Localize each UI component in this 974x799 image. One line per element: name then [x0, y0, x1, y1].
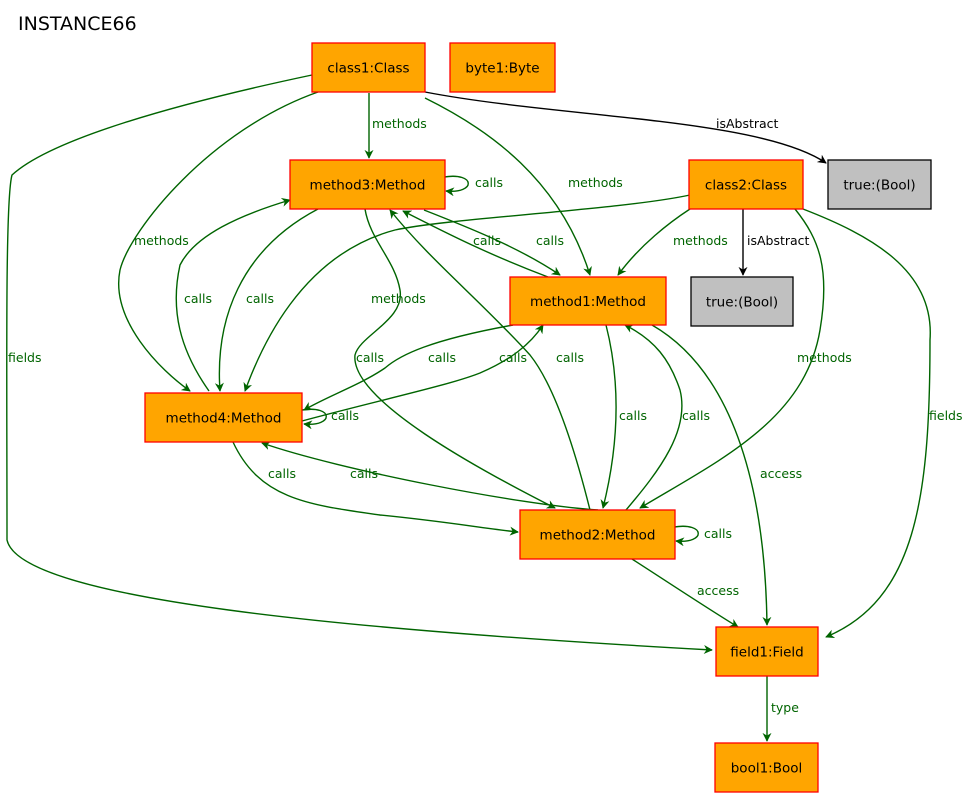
- nodes-layer: class1:Class byte1:Byte true:(Bool) method3…: [144, 42, 932, 793]
- edge-label-access: access: [760, 466, 802, 481]
- edge-label-calls: calls: [331, 408, 359, 423]
- node-label: method3:Method: [310, 178, 426, 194]
- edge-method1-to-method4-calls: [303, 324, 514, 411]
- edge-label-calls: calls: [704, 526, 732, 541]
- edge-class2-to-method1-methods: [617, 208, 691, 276]
- edge-label-calls: calls: [184, 291, 212, 306]
- node-true-b: true:(Bool): [690, 276, 794, 327]
- edge-method4-to-method3-calls: [175, 198, 291, 392]
- node-box: [144, 392, 303, 443]
- node-label: method2:Method: [540, 528, 656, 544]
- edge-labels-layer: methods isAbstract methods methods fields cal…: [8, 116, 962, 715]
- edge-label-calls: calls: [619, 408, 647, 423]
- edge-method4-to-method2-calls: [232, 441, 519, 536]
- edge-label-methods: methods: [372, 116, 427, 131]
- edge-label-calls: calls: [246, 291, 274, 306]
- node-field1: field1:Field: [715, 626, 819, 677]
- node-label: class2:Class: [705, 178, 787, 194]
- node-class1: class1:Class: [311, 42, 426, 93]
- edge-label-methods: methods: [134, 233, 189, 248]
- edge-class2-to-field1-fields: [802, 208, 931, 639]
- edge-label-fields: fields: [8, 350, 41, 365]
- edge-class1-to-true_a-isabstract: [424, 91, 827, 164]
- edge-label-isabstract: isAbstract: [747, 233, 810, 248]
- edge-label-calls: calls: [499, 350, 527, 365]
- edge-method2-to-method1-calls: [624, 324, 683, 511]
- node-true-a: true:(Bool): [827, 159, 932, 210]
- node-box: [509, 276, 667, 326]
- edge-label-calls: calls: [556, 350, 584, 365]
- edge-method3-to-method2-calls: [354, 208, 556, 509]
- edge-label-calls: calls: [475, 175, 503, 190]
- edge-class1-to-field1-fields: [6, 74, 713, 655]
- edge-label-methods: methods: [673, 233, 728, 248]
- edge-class2-to-method4-methods: [243, 194, 691, 392]
- edge-method2-to-method3-calls: [389, 209, 591, 511]
- edge-method3-to-method1-calls: [423, 209, 561, 276]
- edge-class1-to-method4-methods: [118, 91, 319, 392]
- edge-method1-to-field1-access: [651, 324, 772, 626]
- node-box: [311, 42, 426, 93]
- edge-label-methods: methods: [797, 350, 852, 365]
- edge-label-calls: calls: [536, 233, 564, 248]
- edge-method3-to-method4-calls: [214, 208, 319, 392]
- node-byte1: byte1:Byte: [449, 42, 556, 93]
- node-method3: method3:Method: [289, 159, 446, 210]
- node-box: [519, 509, 676, 560]
- node-method2: method2:Method: [519, 509, 676, 560]
- edge-label-access: access: [697, 583, 739, 598]
- edge-class2-to-method2-methods: [639, 208, 825, 509]
- node-box: [289, 159, 446, 210]
- edge-label-methods: methods: [371, 291, 426, 306]
- edge-class1-to-method1-methods: [424, 97, 592, 276]
- edge-method3-to-method3-calls: [443, 175, 469, 197]
- edge-method4-to-method4-calls: [301, 408, 327, 430]
- node-label: method4:Method: [166, 411, 282, 427]
- edges-layer: [6, 74, 931, 742]
- node-bool1: bool1:Bool: [714, 742, 819, 793]
- node-class2: class2:Class: [688, 159, 804, 210]
- edge-label-calls: calls: [350, 466, 378, 481]
- node-label: method1:Method: [530, 294, 646, 310]
- node-method4: method4:Method: [144, 392, 303, 443]
- edge-label-isabstract: isAbstract: [716, 116, 779, 131]
- edge-label-calls: calls: [682, 408, 710, 423]
- edge-method2-to-method2-calls: [673, 525, 699, 547]
- edge-method1-to-method2-calls: [600, 324, 617, 509]
- node-box: [827, 159, 932, 210]
- edge-method2-to-method4-calls: [261, 441, 599, 511]
- edge-label-methods: methods: [568, 175, 623, 190]
- edge-method2-to-field1-access: [631, 558, 739, 628]
- node-box: [714, 742, 819, 793]
- edge-label-calls: calls: [268, 466, 296, 481]
- diagram-title: INSTANCE66: [18, 13, 137, 35]
- node-label: true:(Bool): [843, 178, 915, 194]
- node-box: [688, 159, 804, 210]
- node-box: [449, 42, 556, 93]
- node-label: bool1:Bool: [731, 761, 803, 777]
- node-box: [715, 626, 819, 677]
- node-label: field1:Field: [730, 645, 803, 661]
- node-box: [690, 276, 794, 327]
- node-label: byte1:Byte: [465, 61, 539, 77]
- edge-method1-to-method3-calls: [402, 210, 549, 278]
- node-method1: method1:Method: [509, 276, 667, 326]
- node-label: class1:Class: [327, 61, 409, 77]
- edge-label-fields: fields: [929, 408, 962, 423]
- edge-label-calls: calls: [356, 350, 384, 365]
- edge-label-calls: calls: [428, 350, 456, 365]
- edge-label-type: type: [771, 700, 799, 715]
- edge-method4-to-method1-calls: [301, 324, 544, 422]
- edge-label-calls: calls: [473, 233, 501, 248]
- node-label: true:(Bool): [706, 295, 778, 311]
